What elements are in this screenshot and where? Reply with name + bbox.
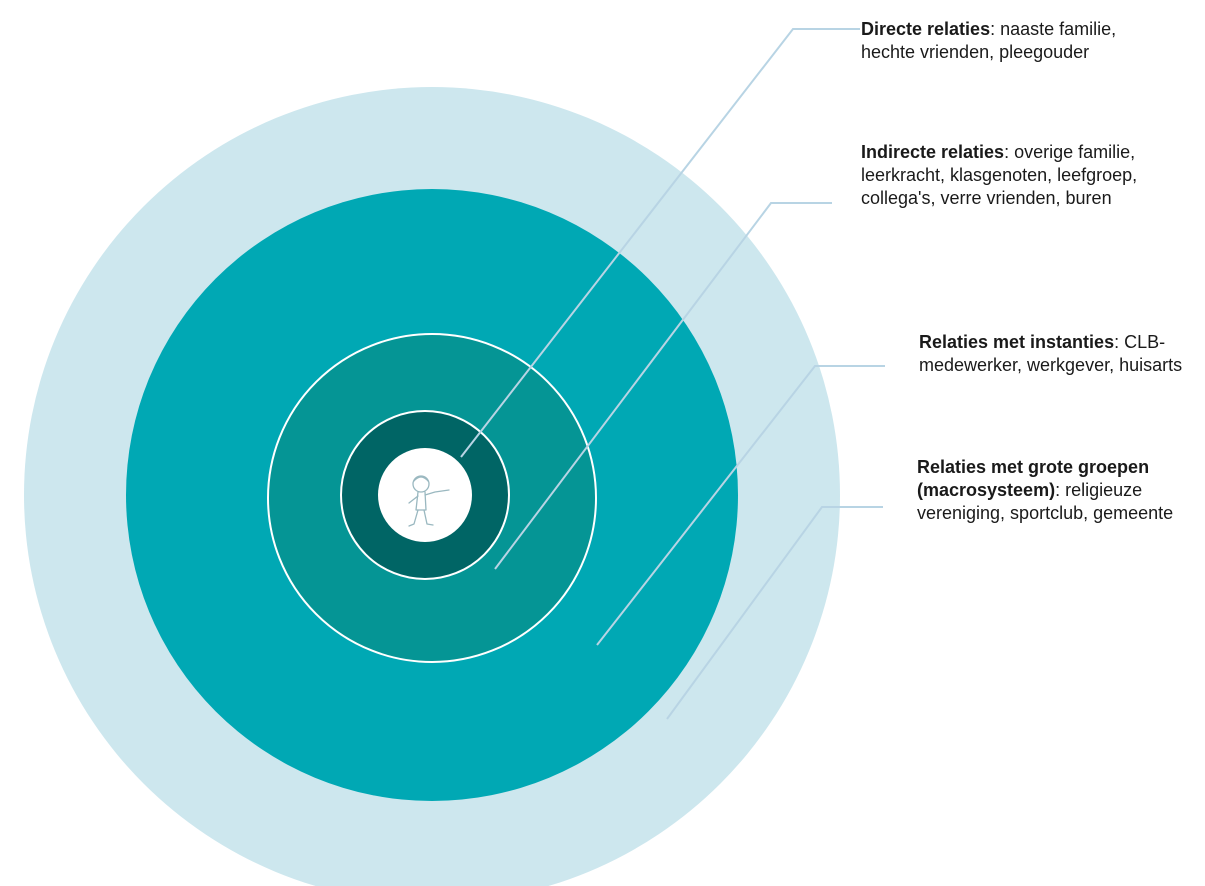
connector-groepen <box>666 506 883 720</box>
label-text: : religieuze vereniging, sportclub, geme… <box>917 480 1174 523</box>
connector-lines <box>460 28 885 720</box>
label-title: Relaties met instanties <box>919 332 1115 352</box>
child-figure-icon <box>408 475 450 527</box>
label-text: : overige familie, leerkracht, klasgenot… <box>861 142 1138 208</box>
label-title: Relaties met grote groepen (macrosysteem… <box>917 457 1150 500</box>
label-text: : CLB-medewerker, werkgever, huisarts <box>919 332 1183 375</box>
label-title: Indirecte relaties <box>861 142 1005 162</box>
connector-indirect <box>494 202 832 570</box>
label-relaties-grote-groepen: Relaties met grote groepen (macrosysteem… <box>917 456 1202 525</box>
label-indirecte-relaties: Indirecte relaties: overige familie, lee… <box>861 141 1181 210</box>
label-title: Directe relaties <box>861 19 991 39</box>
connector-direct <box>460 28 860 458</box>
label-text: : naaste familie, hechte vrienden, pleeg… <box>861 19 1117 62</box>
label-relaties-instanties: Relaties met instanties: CLB-medewerker,… <box>919 331 1199 377</box>
connector-instanties <box>596 365 885 646</box>
label-directe-relaties: Directe relaties: naaste familie, hechte… <box>861 18 1161 64</box>
